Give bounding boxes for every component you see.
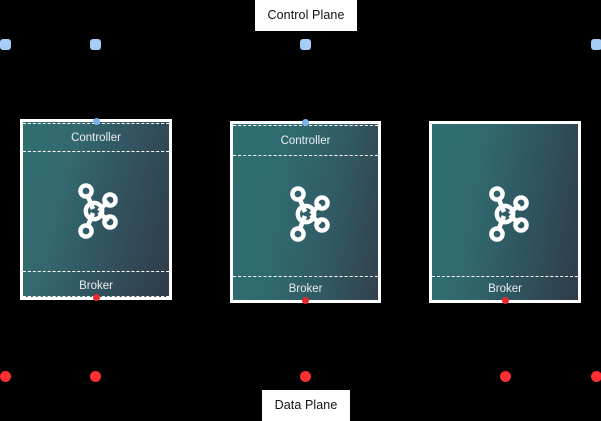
broker-node-2-body: Controller <box>233 124 378 300</box>
control-plane-connector-dot-3[interactable] <box>300 39 311 50</box>
node-2-controller-label: Controller <box>280 135 331 147</box>
node-1-broker-label: Broker <box>79 280 113 292</box>
data-plane-connector-dot-2[interactable] <box>90 371 101 382</box>
data-plane-label: Data Plane <box>262 390 350 421</box>
broker-node-3-body: Broker <box>432 124 578 300</box>
node-2-control-connector[interactable] <box>302 119 309 126</box>
broker-node-1-body: Controller <box>23 122 169 297</box>
broker-node-3[interactable]: Broker <box>429 121 581 303</box>
data-plane-connector-dot-5[interactable] <box>591 371 601 382</box>
node-1-controller-label: Controller <box>71 132 121 144</box>
kafka-logo-icon-1 <box>72 182 120 240</box>
node-2-controller-divider <box>233 155 378 156</box>
node-3-broker-divider <box>432 276 578 277</box>
node-1-controller-divider <box>23 151 169 152</box>
control-plane-connector-dot-4[interactable] <box>591 39 601 50</box>
node-3-data-connector[interactable] <box>502 297 509 304</box>
node-1-broker-divider <box>23 271 169 272</box>
kafka-logo-icon-3 <box>483 185 531 243</box>
control-plane-connector-dot-2[interactable] <box>90 39 101 50</box>
control-plane-connector-dot-1[interactable] <box>0 39 11 50</box>
node-2-broker-label: Broker <box>288 283 323 295</box>
control-plane-label: Control Plane <box>255 0 357 31</box>
node-2-data-connector[interactable] <box>302 297 309 304</box>
node-2-broker-divider <box>233 276 378 277</box>
node-1-data-connector[interactable] <box>93 294 100 301</box>
kafka-logo-icon-2 <box>284 185 332 243</box>
data-plane-connector-dot-4[interactable] <box>500 371 511 382</box>
data-plane-connector-dot-1[interactable] <box>0 371 11 382</box>
data-plane-connector-dot-3[interactable] <box>300 371 311 382</box>
broker-node-2[interactable]: Controller <box>230 121 381 303</box>
node-1-control-connector[interactable] <box>93 118 100 125</box>
node-3-broker-label: Broker <box>488 283 522 295</box>
broker-node-1[interactable]: Controller <box>20 119 172 300</box>
